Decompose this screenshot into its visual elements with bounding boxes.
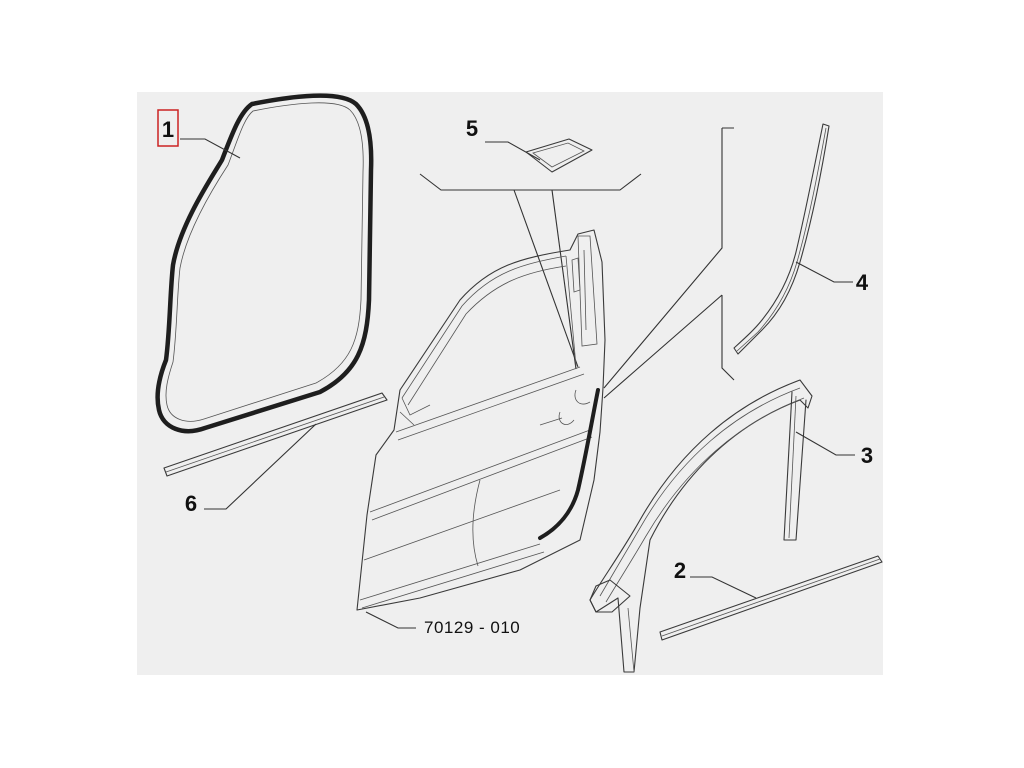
leader-code	[365, 611, 416, 629]
leader-4	[795, 261, 853, 283]
part-1-door-seal[interactable]	[155, 93, 374, 434]
diagram-background	[137, 92, 883, 675]
part-3-pillar-trim[interactable]	[589, 379, 813, 673]
bracket-part-5	[419, 173, 642, 191]
door-rear-seal	[538, 388, 600, 540]
leader-6	[204, 423, 317, 510]
leader-1	[180, 138, 241, 159]
leader-2	[690, 576, 757, 599]
leader-to-door-right	[551, 189, 577, 370]
leader-to-door-left	[513, 189, 579, 368]
part-5-pad[interactable]	[525, 138, 593, 173]
label-part-6[interactable]: 6	[185, 491, 197, 516]
part-6-strip[interactable]	[163, 392, 388, 477]
label-part-5[interactable]: 5	[466, 116, 478, 141]
label-part-2[interactable]: 2	[674, 558, 686, 583]
label-part-4[interactable]: 4	[856, 270, 869, 295]
highlight-box-part-1	[157, 109, 179, 147]
leader-3	[795, 431, 855, 456]
diagram-code: 70129 - 010	[424, 618, 520, 637]
label-part-3[interactable]: 3	[861, 443, 873, 468]
leader-5	[485, 141, 541, 161]
leader-part-4-group	[603, 127, 735, 399]
label-part-1[interactable]: 1	[162, 117, 174, 142]
door-shell	[356, 229, 606, 611]
part-2-strip[interactable]	[659, 555, 883, 641]
